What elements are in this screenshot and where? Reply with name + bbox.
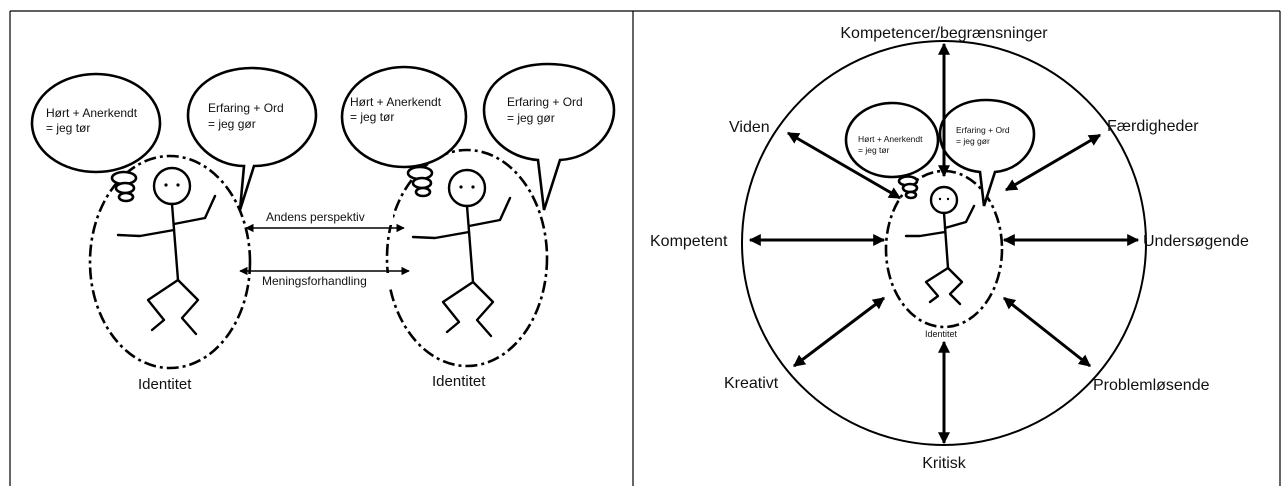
label-top: Kompetencer/begrænsninger [840, 25, 1048, 42]
stick-figure [116, 166, 217, 336]
identity-label: Identitet [925, 329, 958, 339]
label-bottom-right: Problemløsende [1093, 377, 1210, 394]
thought-bubble: Hørt + Anerkendt = jeg tør [30, 72, 162, 203]
speech-text-1: Erfaring + Ord [507, 95, 583, 109]
outer-circle [741, 40, 1147, 446]
stick-figure [904, 185, 976, 306]
speech-bubble: Erfaring + Ord = jeg gør [482, 62, 616, 211]
label-right: Undersøgende [1143, 233, 1249, 250]
arrow-label-bottom: Meningsforhandling [262, 274, 367, 288]
person-right: Hørt + Anerkendt = jeg tør Erfaring + Or… [340, 62, 616, 390]
thought-bubble: Hørt + Anerkendt = jeg tør [340, 65, 468, 198]
speech-bubble: Erfaring + Ord = jeg gør [186, 66, 318, 211]
label-top-left: Viden [729, 119, 770, 136]
perspective-arrow: Andens perspektiv [245, 209, 405, 233]
identity-ellipse [88, 154, 252, 370]
label-bottom-left: Kreativt [724, 375, 779, 392]
identity-ellipse [884, 169, 1004, 329]
person-left: Hørt + Anerkendt = jeg tør Erfaring + Or… [30, 66, 318, 393]
arrow-bottom-left [793, 296, 885, 368]
thought-text-2: = jeg tør [858, 145, 890, 155]
identity-ellipse [385, 148, 549, 368]
label-bottom: Kritisk [922, 455, 967, 472]
thought-bubble: Hørt + Anerkendt = jeg tør [844, 101, 940, 200]
arrow-top-right [1004, 133, 1102, 192]
thought-text-1: Hørt + Anerkendt [46, 106, 138, 120]
outer-labels: Kompetencer/begrænsninger Viden Færdighe… [650, 25, 1249, 472]
thought-text-2: = jeg tør [46, 121, 90, 135]
right-panel: Hørt + Anerkendt = jeg tør Erfaring + Or… [650, 25, 1249, 472]
speech-text-1: Erfaring + Ord [956, 125, 1010, 135]
negotiation-arrow: Meningsforhandling [239, 266, 410, 289]
identity-label: Identitet [432, 373, 486, 390]
speech-text-2: = jeg gør [956, 136, 990, 146]
arrow-bottom-right [1003, 296, 1091, 368]
label-top-right: Færdigheder [1107, 118, 1199, 135]
identity-label: Identitet [138, 376, 192, 393]
speech-text-2: = jeg gør [507, 111, 555, 125]
arrow-top-left [786, 131, 902, 200]
left-panel: Hørt + Anerkendt = jeg tør Erfaring + Or… [30, 62, 616, 393]
speech-text-1: Erfaring + Ord [208, 101, 284, 115]
speech-text-2: = jeg gør [208, 117, 256, 131]
thought-text-1: Hørt + Anerkendt [858, 134, 923, 144]
thought-text-1: Hørt + Anerkendt [350, 95, 442, 109]
arrow-label-top: Andens perspektiv [266, 210, 365, 224]
stick-figure [411, 168, 512, 338]
thought-text-2: = jeg tør [350, 110, 394, 124]
radial-arrows [748, 42, 1140, 445]
label-left: Kompetent [650, 233, 728, 250]
table-frame [9, 10, 1281, 486]
